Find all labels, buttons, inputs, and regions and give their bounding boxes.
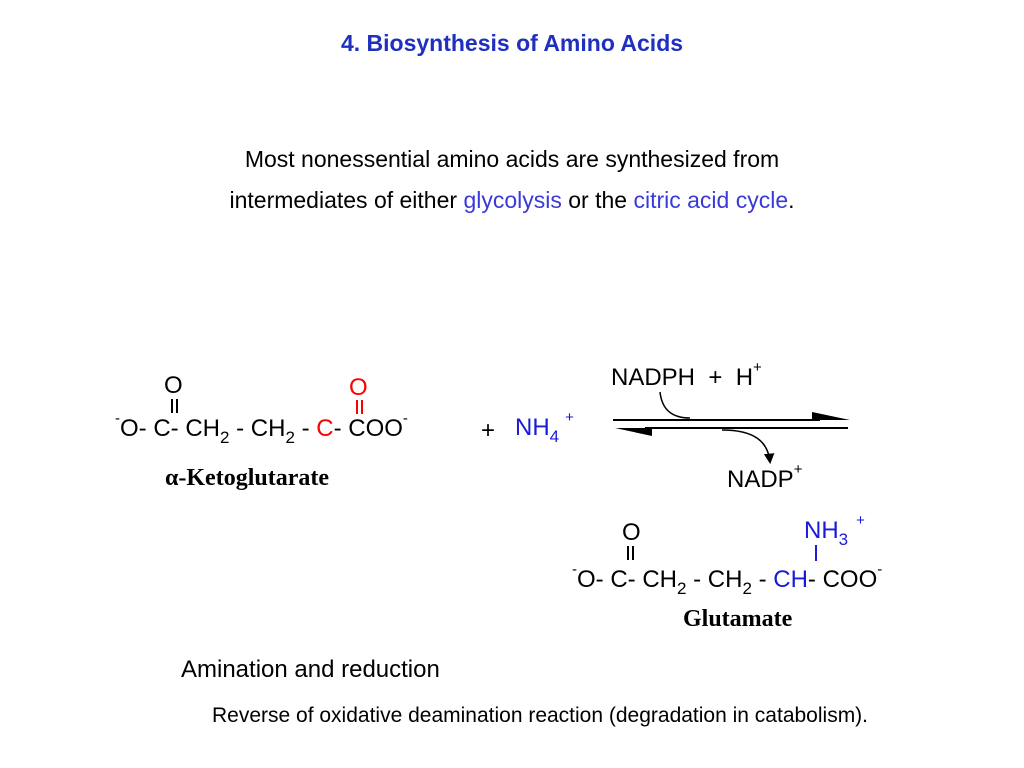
intro-text-suffix: .: [788, 187, 795, 213]
substrate-charge-left: -: [115, 410, 120, 427]
product-double-bond: [627, 546, 634, 560]
amination-caption: Amination and reduction: [181, 656, 440, 683]
product-chain-2: - CH: [686, 566, 743, 593]
cofactor-in-curve: [659, 391, 691, 419]
plus-sign: +: [481, 417, 496, 444]
substrate-double-bond-right: [356, 400, 363, 414]
intro-line-2: intermediates of either glycolysis or th…: [0, 187, 1024, 214]
amino-charge: +: [856, 512, 865, 529]
cofactor-output: NADP+: [727, 461, 802, 494]
product-amino-bond: [815, 545, 817, 561]
product-alpha-carbon: CH: [773, 566, 808, 593]
nadph-text: NADPH + H: [611, 364, 754, 391]
product-subscript-2: 2: [742, 579, 752, 598]
forward-arrowhead: [812, 412, 850, 420]
ammonium-ion: NH4 +: [515, 409, 574, 446]
substrate-chain-1: O- C- CH: [120, 415, 220, 442]
substrate-chain-3: -: [294, 415, 317, 442]
substrate-subscript-1: 2: [219, 428, 230, 447]
product-charge-left: -: [572, 561, 577, 578]
amino-subscript: 3: [838, 530, 849, 549]
substrate-carbonyl-oxygen-right: O: [349, 374, 368, 401]
substrate-name: α-Ketoglutarate: [165, 465, 330, 491]
intro-text-prefix: intermediates of either: [229, 187, 464, 213]
slide-title: 4. Biosynthesis of Amino Acids: [340, 30, 684, 56]
product-chain-3: -: [751, 566, 774, 593]
glycolysis-term: glycolysis: [463, 187, 562, 213]
product-chain-4: - COO: [807, 566, 878, 593]
product-amino-group: NH3 +: [804, 512, 865, 549]
substrate-carbonyl-oxygen-left: O: [164, 372, 183, 399]
product-name: Glutamate: [683, 606, 793, 632]
product-formula: -O- C- CH2 - CH2 - CH- COO-: [572, 561, 882, 598]
product-charge-right: -: [877, 561, 883, 578]
cofactor-input: NADPH + H+: [611, 359, 762, 392]
product-carbonyl-oxygen: O: [622, 519, 641, 546]
ammonium-text: NH: [515, 414, 550, 441]
proton-charge: +: [753, 359, 762, 376]
substrate-chain-2: - CH: [229, 415, 286, 442]
substrate-keto-carbon: C: [316, 415, 334, 442]
nadp-charge: +: [793, 461, 803, 478]
reverse-arrowhead: [615, 428, 652, 436]
citric-acid-cycle-term: citric acid cycle: [633, 187, 789, 213]
reverse-caption: Reverse of oxidative deamination reactio…: [211, 704, 869, 727]
product-subscript-1: 2: [676, 579, 687, 598]
nadp-text: NADP: [727, 466, 794, 493]
substrate-charge-right: -: [402, 410, 408, 427]
substrate-double-bond-left: [171, 399, 178, 413]
product-chain-1: O- C- CH: [577, 566, 677, 593]
ammonium-charge: +: [565, 409, 574, 426]
amino-text: NH: [804, 517, 839, 544]
intro-line-1: Most nonessential amino acids are synthe…: [244, 146, 780, 172]
substrate-chain-4: - COO: [333, 415, 403, 442]
substrate-formula: -O- C- CH2 - CH2 - C- COO-: [115, 410, 408, 447]
intro-text-middle: or the: [561, 187, 634, 213]
substrate-subscript-2: 2: [285, 428, 295, 447]
cofactor-out-curve: [721, 429, 775, 465]
ammonium-subscript: 4: [549, 427, 560, 446]
